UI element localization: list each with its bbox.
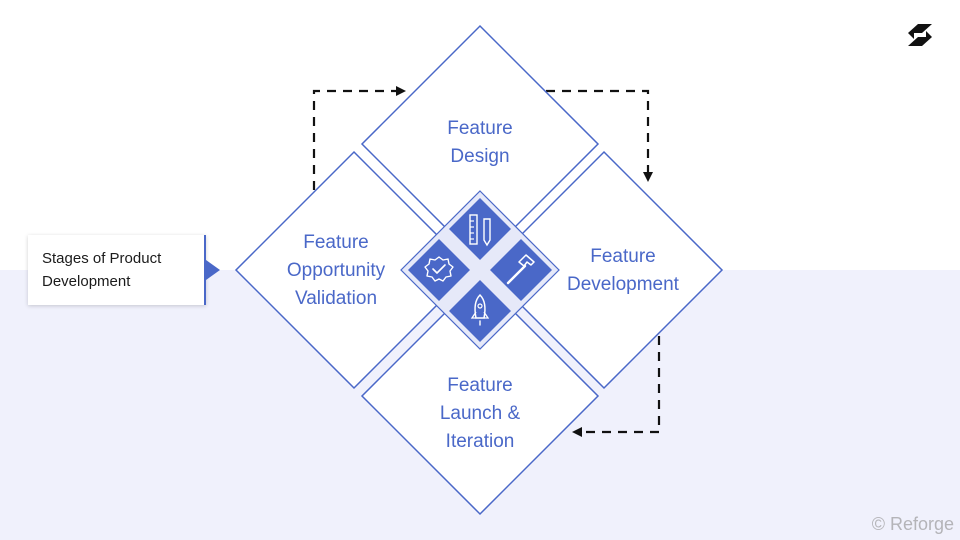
diagram-title-callout: Stages of Product Development: [28, 235, 206, 305]
copyright-text: © Reforge: [871, 514, 954, 534]
launch-label-line2: Launch &: [440, 403, 521, 424]
center-diamond: [400, 190, 560, 350]
cycle-arrow-design-to-development: [546, 89, 653, 182]
validation-label-line3: Validation: [295, 288, 377, 309]
development-label-line2: Development: [567, 274, 680, 295]
stage-diamond-launch: [360, 276, 600, 516]
design-label-line1: Feature: [447, 118, 512, 139]
launch-label-line1: Feature: [447, 375, 512, 396]
hammer-icon: [490, 239, 552, 301]
stage-diamond-development: [484, 150, 724, 390]
validation-label-line1: Feature: [303, 232, 368, 253]
rocket-icon: [449, 280, 511, 342]
ruler-pencil-icon: [449, 198, 511, 260]
cycle-arrow-validation-to-design: [312, 86, 406, 190]
launch-label-line3: Iteration: [446, 431, 515, 452]
cycle-arrow-development-to-launch: [572, 336, 661, 437]
development-label-line1: Feature: [590, 246, 655, 267]
stage-diamond-validation: [234, 150, 474, 390]
diagram-title-line1: Stages of Product: [42, 250, 162, 267]
callout-pointer: [206, 260, 220, 280]
design-label-line2: Design: [450, 146, 509, 167]
reforge-logo: [908, 24, 932, 46]
diagram-title-line2: Development: [42, 273, 131, 290]
validation-label-line2: Opportunity: [287, 260, 386, 281]
badge-check-icon: [408, 239, 470, 301]
